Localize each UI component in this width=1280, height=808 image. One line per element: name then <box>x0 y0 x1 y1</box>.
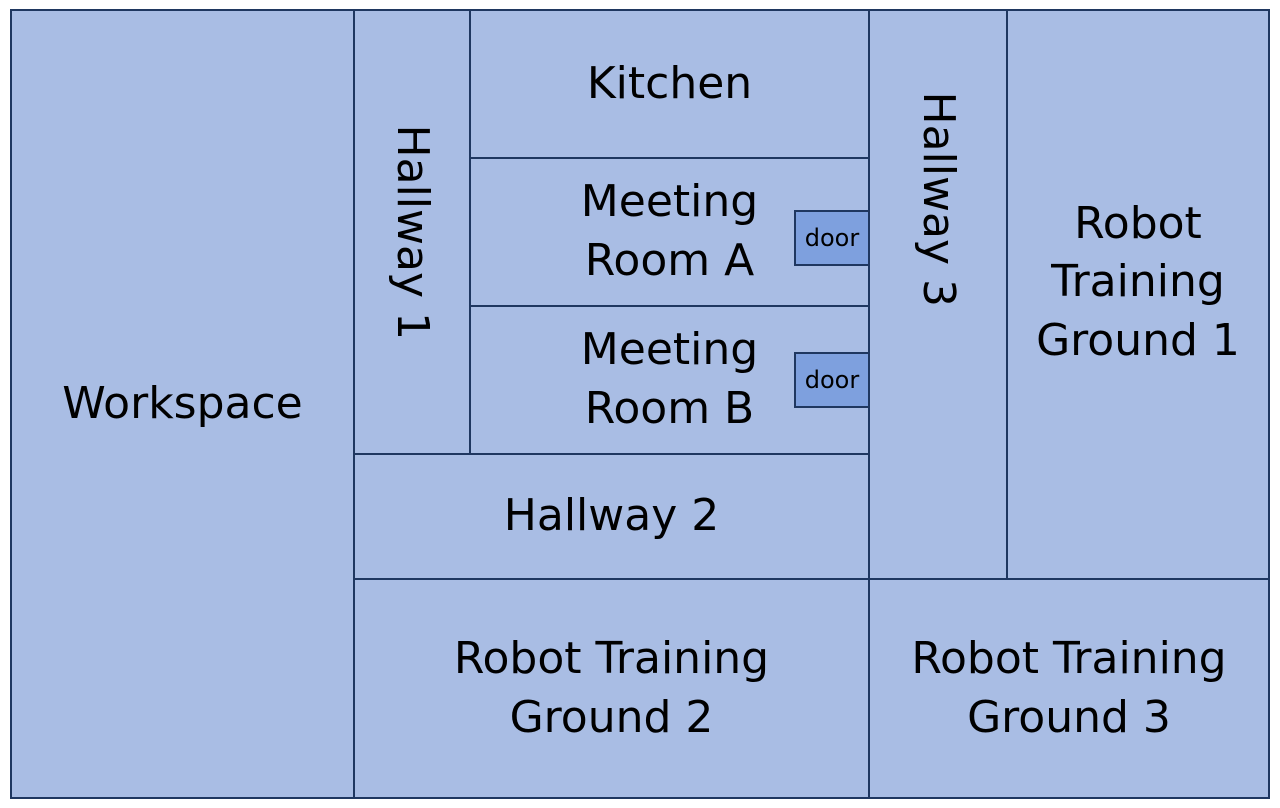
room-label-hallway-1: Hallway 1 <box>387 124 439 340</box>
room-label-kitchen: Kitchen <box>586 57 753 109</box>
room-label-meeting-room-a: Meeting Room A <box>580 176 759 286</box>
door-label-meeting-room-b: door <box>804 366 860 394</box>
room-label-robot-training-ground-3: Robot Training Ground 3 <box>911 632 1227 743</box>
room-robot-training-ground-1: Robot Training Ground 1 <box>1006 9 1270 580</box>
room-workspace: Workspace <box>10 9 355 799</box>
door-meeting-room-b: door <box>794 352 870 408</box>
room-label-hallway-2: Hallway 2 <box>503 490 720 542</box>
room-robot-training-ground-3: Robot Training Ground 3 <box>868 578 1270 799</box>
room-kitchen: Kitchen <box>469 9 870 159</box>
room-label-hallway-3: Hallway 3 <box>913 91 965 308</box>
room-label-robot-training-ground-1: Robot Training Ground 1 <box>1036 197 1240 366</box>
room-hallway-1: Hallway 1 <box>353 9 471 455</box>
room-label-meeting-room-b: Meeting Room B <box>580 324 759 434</box>
door-meeting-room-a: door <box>794 210 870 266</box>
room-hallway-3: Hallway 3 <box>868 9 1008 580</box>
room-meeting-room-b: Meeting Room B <box>469 305 870 455</box>
room-robot-training-ground-2: Robot Training Ground 2 <box>353 578 870 799</box>
door-label-meeting-room-a: door <box>804 224 860 252</box>
room-label-robot-training-ground-2: Robot Training Ground 2 <box>453 632 770 743</box>
room-label-workspace: Workspace <box>62 377 303 429</box>
room-hallway-2: Hallway 2 <box>353 453 870 580</box>
